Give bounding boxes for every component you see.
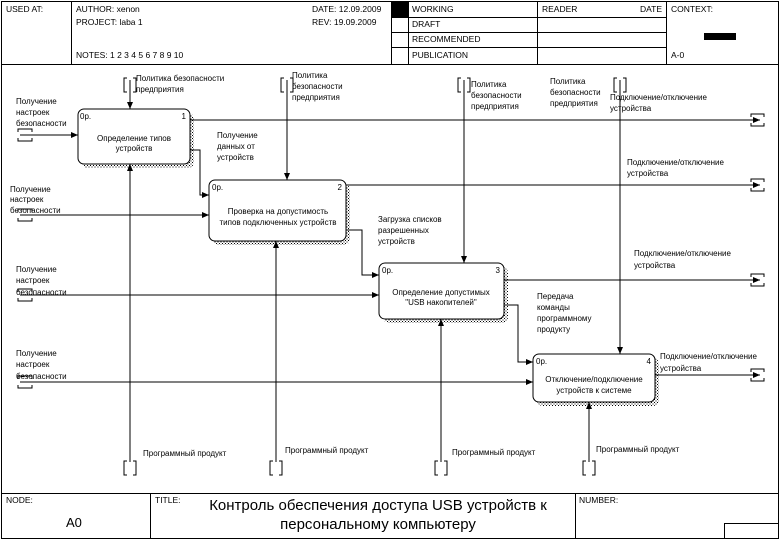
- node-label: NODE:: [6, 495, 33, 505]
- label-mechanism-4: Программный продукт: [596, 445, 680, 454]
- status-recommended: RECOMMENDED: [412, 34, 480, 44]
- status-working: WORKING: [412, 4, 454, 14]
- date-field: DATE: 12.09.2009: [312, 4, 382, 14]
- box-label-line2: устройств к системе: [556, 386, 632, 395]
- tunnel-bracket-bottom-4: [582, 460, 596, 476]
- working-status-marker: [392, 2, 408, 17]
- footer-frame: [1, 493, 779, 539]
- label-output-2: Подключение/отключение устройства: [627, 158, 726, 178]
- label-mechanism-1: Программный продукт: [143, 449, 227, 458]
- label-policy-1: Политика безопасности предприятия: [136, 74, 226, 94]
- activity-box-2[interactable]: 0р. 2 Проверка на допустимость типов под…: [208, 179, 350, 245]
- box-label-line1: Проверка на допустимость: [228, 207, 328, 216]
- box-number: 4: [647, 357, 652, 366]
- title-label: TITLE:: [155, 495, 181, 505]
- tunnel-bracket-left-1: [17, 128, 33, 142]
- used-at-label: USED AT:: [6, 4, 43, 14]
- flow-arrow-2-3[interactable]: [346, 229, 379, 278]
- flow-arrow-1-2[interactable]: [190, 149, 209, 198]
- node-value: A0: [66, 515, 82, 530]
- tunnel-bracket-right-4: [750, 368, 765, 382]
- box-label-line1: Определение типов: [97, 134, 171, 143]
- box-cost: 0р.: [80, 112, 91, 121]
- project-field: PROJECT: laba 1: [76, 17, 143, 27]
- status-draft: DRAFT: [412, 19, 440, 29]
- tunnel-bracket-left-2: [17, 208, 33, 222]
- number-label: NUMBER:: [579, 495, 618, 505]
- rev-field: REV: 19.09.2009: [312, 17, 377, 27]
- label-mechanism-3: Программный продукт: [452, 448, 536, 457]
- label-input-4: Получение настроек безопасности: [16, 349, 67, 381]
- tunnel-bracket-right-1: [750, 113, 765, 127]
- label-mechanism-2: Программный продукт: [285, 446, 369, 455]
- label-output-3: Подключение/отключение устройства: [634, 249, 733, 270]
- label-flow-3-4: Передача команды программному продукту: [537, 292, 594, 334]
- box-number: 2: [338, 183, 343, 192]
- box-label-line2: устройств: [116, 144, 153, 153]
- tunnel-bracket-bottom-3: [434, 460, 448, 476]
- activity-box-1[interactable]: 0р. 1 Определение типов устройств: [77, 108, 194, 168]
- box-label-line1: Отключение/подключение: [545, 375, 643, 384]
- tunnel-bracket-top-2: [280, 77, 294, 93]
- box-cost: 0р.: [536, 357, 547, 366]
- status-publication: PUBLICATION: [412, 50, 468, 60]
- label-policy-4: Политика безопасности предприятия: [550, 77, 603, 108]
- context-label: CONTEXT:: [671, 4, 713, 14]
- label-output-4: Подключение/отключение устройства: [660, 352, 759, 373]
- tunnel-bracket-bottom-1: [123, 460, 137, 476]
- notes-field: NOTES: 1 2 3 4 5 6 7 8 9 10: [76, 50, 184, 60]
- flow-arrow-3-4[interactable]: [504, 304, 533, 365]
- tunnel-bracket-bottom-2: [269, 460, 283, 476]
- context-thumbnail: [704, 33, 736, 40]
- label-policy-2: Политика безопасности предприятия: [292, 71, 345, 102]
- tunnel-bracket-left-3: [17, 288, 33, 302]
- label-policy-3: Политика безопасности предприятия: [471, 80, 524, 111]
- context-node: A-0: [671, 50, 685, 60]
- box-cost: 0р.: [212, 183, 223, 192]
- box-number: 3: [496, 266, 501, 275]
- reader-label: READER: [542, 4, 577, 14]
- tunnel-bracket-right-2: [750, 178, 765, 192]
- label-flow-1-2: Получение данных от устройств: [217, 131, 260, 162]
- tunnel-bracket-right-3: [750, 273, 765, 287]
- box-label-line2: типов подключенных устройств: [219, 218, 336, 227]
- activity-box-3[interactable]: 0р. 3 Определение допустимых "USB накопи…: [378, 262, 508, 323]
- tunnel-bracket-left-4: [17, 375, 33, 389]
- tunnel-bracket-top-1: [123, 77, 137, 93]
- author-field: AUTHOR: xenon: [76, 4, 140, 14]
- box-cost: 0р.: [382, 266, 393, 275]
- tunnel-bracket-top-3: [457, 77, 471, 93]
- reader-date-label: DATE: [640, 4, 662, 14]
- tunnel-bracket-top-4: [613, 77, 627, 93]
- diagram-title-line1: Контроль обеспечения доступа USB устройс…: [209, 497, 547, 514]
- box-label-line1: Определение допустимых: [392, 288, 490, 297]
- label-input-1: Получение настроек безопасности: [16, 97, 67, 128]
- label-input-2: Получение настроек безопасности: [10, 185, 61, 215]
- diagram-title-line2: персональному компьютеру: [280, 516, 476, 533]
- label-input-3: Получение настроек безопасности: [16, 265, 67, 297]
- box-label-line2: "USB накопителей": [405, 298, 477, 307]
- label-output-1: Подключение/отключение устройства: [610, 93, 709, 113]
- activity-box-4[interactable]: 0р. 4 Отключение/подключение устройств к…: [532, 353, 659, 406]
- label-flow-2-3: Загрузка списков разрешенных устройств: [378, 215, 444, 246]
- box-number: 1: [182, 112, 187, 121]
